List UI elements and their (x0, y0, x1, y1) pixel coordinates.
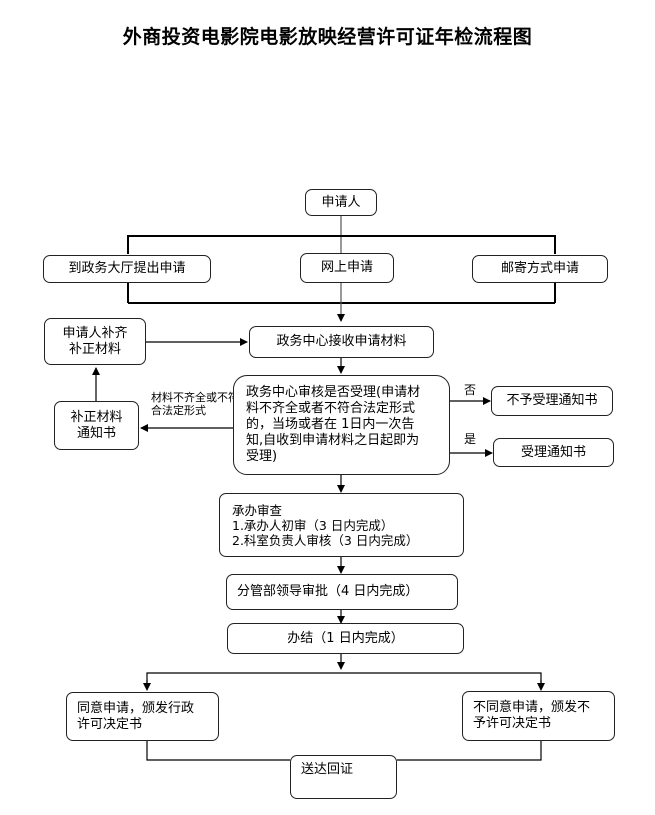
node-receive-materials[interactable]: 政务中心接收申请材料 (249, 326, 434, 358)
node-completion[interactable]: 办结（1 日内完成） (227, 623, 464, 654)
node-review-acceptance[interactable]: 政务中心审核是否受理(申请材料不齐全或者不符合法定形式的，当场或者在 1日内一次… (233, 375, 450, 475)
node-label: 补正材料 (68, 341, 121, 357)
node-correction-notice[interactable]: 补正材料通知书 (54, 401, 139, 450)
node-approve-decision[interactable]: 同意申请，颁发行政许可决定书 (66, 692, 219, 741)
node-mail-application[interactable]: 邮寄方式申请 (472, 255, 608, 283)
page-title: 外商投资电影院电影放映经营许可证年检流程图 (122, 26, 533, 48)
edge-label-yes: 是 (464, 432, 477, 446)
node-label: 受理通知书 (520, 444, 586, 460)
node-supplement-materials[interactable]: 申请人补齐补正材料 (44, 318, 146, 365)
node-deny-decision[interactable]: 不同意申请，颁发不予许可决定书 (462, 691, 615, 741)
node-label: 通知书 (76, 425, 116, 441)
node-delivery-receipt[interactable]: 送达回证 (290, 755, 397, 799)
node-leader-approval[interactable]: 分管部领导审批（4 日内完成） (226, 574, 458, 610)
node-label: 政务中心接收申请材料 (276, 334, 407, 349)
node-label: 申请人 (321, 194, 361, 210)
bracket-top (127, 235, 556, 254)
node-label: 分管部领导审批（4 日内完成） (237, 584, 419, 599)
node-label: 办结（1 日内完成） (287, 630, 404, 646)
node-label: 送达回证 (301, 762, 354, 777)
node-label: 邮寄方式申请 (500, 261, 579, 276)
node-accept-notice[interactable]: 受理通知书 (493, 438, 614, 467)
node-label: 网上申请 (320, 260, 373, 275)
node-label: 不予受理通知书 (506, 393, 598, 408)
edge-label-no: 否 (464, 383, 477, 397)
node-online-application[interactable]: 网上申请 (300, 253, 394, 283)
edge-label-incomplete: 材料不齐全或不符合法定形式 (151, 391, 239, 417)
node-reject-notice[interactable]: 不予受理通知书 (491, 386, 613, 416)
node-hall-application[interactable]: 到政务大厅提出申请 (43, 255, 211, 283)
node-label: 到政务大厅提出申请 (68, 261, 186, 276)
node-applicant[interactable]: 申请人 (305, 189, 377, 216)
node-label: 补正材料 (70, 409, 123, 425)
node-label: 申请人补齐 (62, 325, 128, 341)
